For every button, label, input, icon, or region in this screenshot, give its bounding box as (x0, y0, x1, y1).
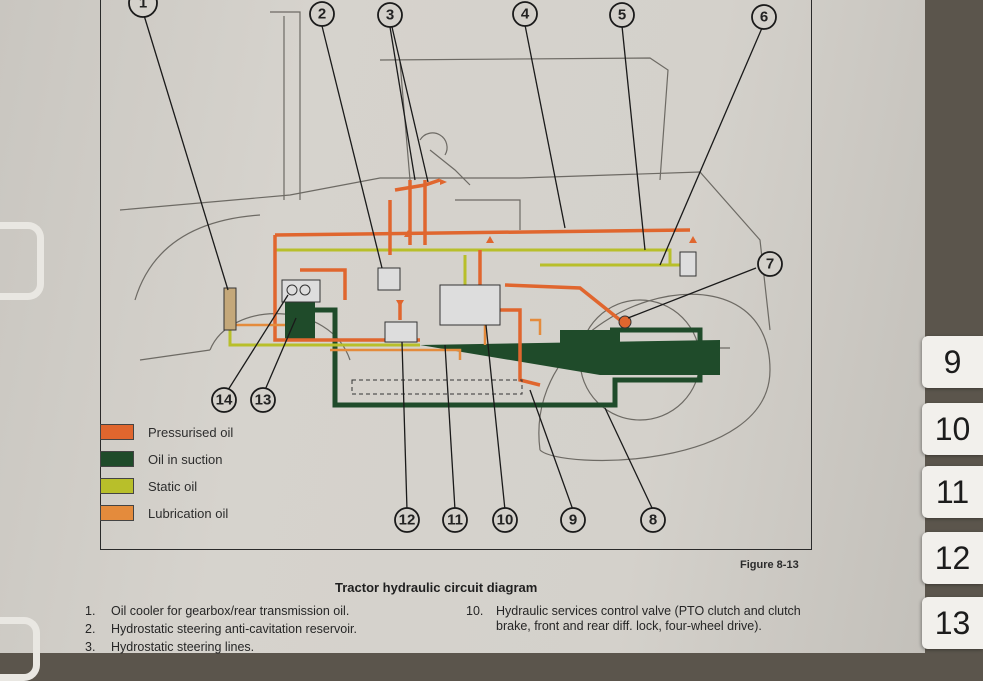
svg-text:11: 11 (447, 512, 463, 529)
services-control-valve (439, 284, 501, 326)
callout-2: 2 (309, 1, 335, 27)
pressure-point (618, 315, 632, 329)
legend-label: Lubrication oil (148, 505, 229, 521)
legend-item-static: Static oil (100, 478, 197, 494)
list-item: 2. Hydrostatic steering anti-cavitation r… (85, 622, 357, 637)
tab-section-13[interactable]: 13 (922, 597, 983, 649)
figure-frame (100, 0, 812, 550)
flow-arrows (396, 179, 697, 307)
callout-12: 12 (394, 507, 420, 533)
list-item-text: Hydrostatic steering lines. (111, 640, 255, 654)
list-item: 3. Hydrostatic steering lines. (85, 640, 254, 655)
static-oil-lines (228, 248, 690, 347)
list-item: 1. Oil cooler for gearbox/rear transmissi… (85, 604, 349, 619)
binder-ring-top (0, 222, 44, 300)
svg-text:8: 8 (649, 512, 657, 529)
legend-swatch (100, 424, 134, 440)
callout-4: 4 (512, 1, 538, 27)
callout-5: 5 (609, 2, 635, 28)
callout-3: 3 (377, 2, 403, 28)
tab-section-9[interactable]: 9 (922, 336, 983, 388)
callout-8: 8 (640, 507, 666, 533)
legend-swatch (100, 478, 134, 494)
callout-1: 1 (128, 0, 158, 18)
legend-label: Static oil (148, 478, 198, 494)
legend-item-lubrication: Lubrication oil (100, 505, 228, 521)
svg-text:3: 3 (386, 7, 394, 24)
oil-cooler (223, 287, 237, 331)
figure-caption: Tractor hydraulic circuit diagram (335, 580, 538, 595)
svg-text:1: 1 (139, 0, 147, 12)
svg-text:7: 7 (766, 256, 774, 273)
list-item: 10. Hydraulic services control valve (PTO… (466, 604, 826, 634)
list-item-text: Hydraulic services control valve (PTO cl… (496, 604, 801, 633)
top-valve (679, 251, 697, 277)
manual-page (0, 0, 925, 653)
list-item-text: Hydrostatic steering anti-cavitation res… (111, 622, 357, 636)
tab-section-10[interactable]: 10 (922, 403, 983, 455)
legend-item-suction: Oil in suction (100, 451, 222, 467)
list-item-number: 2. (85, 622, 96, 636)
tab-section-12[interactable]: 12 (922, 532, 983, 584)
callout-7: 7 (757, 251, 783, 277)
leader-lines (142, 11, 763, 511)
callout-13: 13 (250, 387, 276, 413)
svg-text:5: 5 (618, 7, 626, 24)
list-item-text: Oil cooler for gearbox/rear transmission… (111, 604, 350, 618)
steering-reservoir (377, 267, 401, 291)
svg-text:6: 6 (760, 9, 768, 26)
callout-9: 9 (560, 507, 586, 533)
hydraulic-circuit-diagram: 1 2 3 4 5 6 7 8 9 10 11 12 13 14 (119, 0, 783, 533)
filter-unit (281, 279, 321, 303)
callout-6: 6 (751, 4, 777, 30)
rear-housing (351, 379, 523, 395)
legend-label: Oil in suction (148, 451, 223, 467)
callouts: 1 2 3 4 5 6 7 8 9 10 11 12 13 14 (128, 0, 783, 533)
callout-14: 14 (211, 387, 237, 413)
callout-10: 10 (492, 507, 518, 533)
svg-text:10: 10 (497, 512, 514, 529)
tab-section-11[interactable]: 11 (922, 466, 983, 518)
components (223, 251, 697, 395)
legend-item-pressurised: Pressurised oil (100, 424, 233, 440)
list-item-number: 1. (85, 604, 96, 618)
svg-text:13: 13 (255, 392, 272, 409)
pump-unit (384, 321, 418, 343)
svg-text:2: 2 (318, 6, 326, 23)
svg-text:9: 9 (569, 512, 577, 529)
legend-swatch (100, 451, 134, 467)
svg-text:4: 4 (521, 6, 530, 23)
suction-oil-lines (285, 300, 720, 408)
callout-11: 11 (442, 507, 468, 533)
list-item-number: 10. (466, 604, 484, 618)
legend-swatch (100, 505, 134, 521)
legend-label: Pressurised oil (148, 424, 234, 440)
list-item-number: 3. (85, 640, 96, 654)
svg-text:12: 12 (399, 512, 416, 529)
figure-number: Figure 8-13 (740, 559, 799, 571)
svg-text:14: 14 (216, 392, 233, 409)
